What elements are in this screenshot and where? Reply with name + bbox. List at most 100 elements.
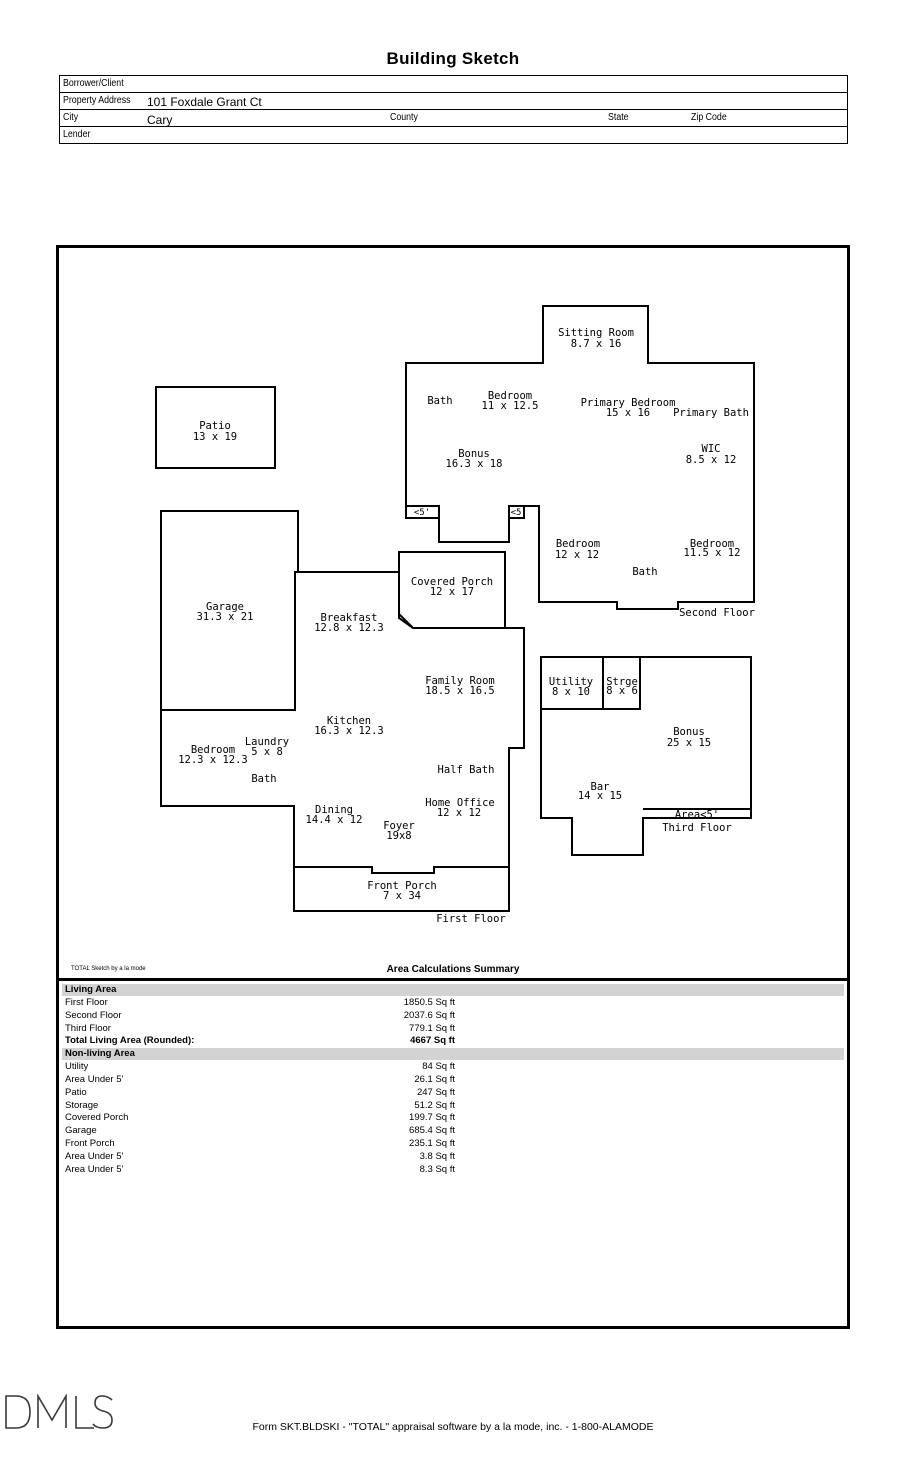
page-title: Building Sketch [386,49,520,68]
breakfast-label: Breakfast [321,612,378,624]
dining-label: Dining [315,804,353,816]
family-room-dims: 18.5 x 16.5 [425,685,495,697]
kitchen-label: Kitchen [327,715,371,727]
first-floor-label: First Floor [436,913,506,925]
front-porch-outline [293,867,510,912]
city-row: City Cary County State Zip Code [60,110,847,127]
garage-label: Garage [206,601,244,613]
covered-porch-label: Covered Porch [411,576,493,588]
bedroom-first-dims: 12.3 x 12.3 [178,754,248,766]
patio-dims: 13 x 19 [193,431,237,443]
bedroom-a-label: Bedroom [488,390,532,402]
borrower-label: Borrower/Client [63,78,124,89]
floor-plan-sketch: Patio 13 x 19 Garage 31.3 x 21 Breakfast… [59,248,847,981]
living-area-header: Living Area [62,984,844,996]
bar-dims: 14 x 15 [578,790,622,802]
kitchen-dims: 16.3 x 12.3 [314,725,384,737]
lender-row: Lender [60,127,847,143]
patio-outline [155,386,276,469]
bedroom-b-label: Bedroom [556,538,600,550]
address-row: Property Address 101 Foxdale Grant Ct [60,93,847,110]
second-floor-outline [405,305,755,610]
dmls-logo-icon [5,1393,113,1429]
bath-second-label: Bath [632,566,657,578]
half-bath-label: Half Bath [438,764,495,776]
primary-bedroom-label: Primary Bedroom [581,397,676,409]
laundry-dims: 5 x 8 [251,746,283,758]
wic-label: WIC [702,443,721,455]
total-living-row: Total Living Area (Rounded):4667 Sq ft [65,1035,455,1047]
property-info-table: Borrower/Client Property Address 101 Fox… [59,75,848,144]
sketch-sheet: Patio 13 x 19 Garage 31.3 x 21 Breakfast… [56,245,850,1329]
bonus-third-label: Bonus [673,726,705,738]
laundry-label: Laundry [245,736,289,748]
covered-porch-outline [398,551,506,629]
under5-b-label: <5 [511,508,522,518]
utility-storage-walls [541,657,641,710]
bedroom-c-label: Bedroom [690,538,734,550]
family-room-label: Family Room [425,675,495,687]
front-porch-dims: 7 x 34 [383,890,421,902]
summary-title: Area Calculations Summary [386,964,520,975]
storage-label: Strge [606,676,638,688]
utility-dims: 8 x 10 [552,686,590,698]
address-value: 101 Foxdale Grant Ct [147,95,262,109]
bath-upper-label: Bath [427,395,452,407]
under5-box-b [508,505,525,519]
bedroom-a-dims: 11 x 12.5 [482,400,539,412]
under5-a-label: <5' [414,508,430,518]
table-row: Area Under 5'8.3 Sq ft [65,1163,455,1175]
bar-label: Bar [591,781,610,793]
city-value: Cary [147,113,173,127]
dining-dims: 14.4 x 12 [306,814,363,826]
dmls-logo [4,1393,116,1435]
third-floor-outline [540,656,752,856]
bonus-second-dims: 16.3 x 18 [446,458,503,470]
garage-dims: 31.3 x 21 [197,611,254,623]
bedroom-c-dims: 11.5 x 12 [684,547,741,559]
home-office-dims: 12 x 12 [437,807,481,819]
area-under5-label: Area<5' [675,809,719,821]
front-porch-label: Front Porch [367,880,437,892]
walls [155,305,755,912]
lender-label: Lender [63,129,91,140]
foyer-label: Foyer [383,820,415,832]
state-label: State [608,112,629,123]
bonus-third-dims: 25 x 15 [667,737,711,749]
breakfast-dims: 12.8 x 12.3 [314,622,384,634]
floor-plan-svg: Patio 13 x 19 Garage 31.3 x 21 Breakfast… [155,305,755,925]
table-row: Area Under 5'26.1 Sq ft [65,1073,455,1085]
table-row: Area Under 5'3.8 Sq ft [65,1150,455,1162]
foyer-dims: 19x8 [386,830,411,842]
storage-dims: 8 x 6 [606,685,638,697]
primary-bedroom-dims: 15 x 16 [606,407,650,419]
county-label: County [390,112,418,123]
sitting-room-dims: 8.7 x 16 [571,338,622,350]
nonliving-area-header: Non-living Area [62,1048,844,1061]
bonus-second-label: Bonus [458,448,490,460]
borrower-row: Borrower/Client [60,76,847,93]
bath-first-label: Bath [251,773,276,785]
sketch-credit: TOTAL Sketch by a la mode [71,966,146,972]
wic-dims: 8.5 x 12 [686,454,737,466]
form-footer: Form SKT.BLDSKI - "TOTAL" appraisal soft… [252,1421,654,1433]
zip-label: Zip Code [691,112,727,123]
address-label: Property Address [63,95,131,106]
room-labels: Patio 13 x 19 Garage 31.3 x 21 Breakfast… [178,327,755,925]
sitting-room-label: Sitting Room [558,327,634,339]
utility-label: Utility [549,676,593,688]
covered-porch-dims: 12 x 17 [430,586,474,598]
bedroom-b-dims: 12 x 12 [555,549,599,561]
under5-box-a [405,505,440,519]
primary-bath-label: Primary Bath [673,407,749,419]
city-label: City [63,112,79,123]
home-office-label: Home Office [425,797,495,809]
